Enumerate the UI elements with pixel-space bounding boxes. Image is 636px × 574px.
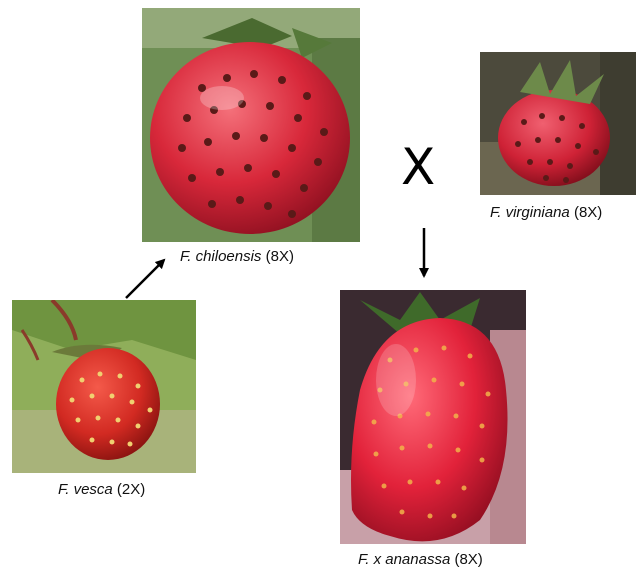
ananassa-ploidy: (8X) (454, 551, 482, 568)
vesca-caption: F. vesca (2X) (58, 481, 145, 498)
chiloensis-caption: F. chiloensis (8X) (180, 248, 294, 265)
chiloensis-ploidy: (8X) (266, 248, 294, 265)
ananassa-strawberry-photo (340, 290, 526, 544)
virginiana-ploidy: (8X) (574, 204, 602, 221)
ananassa-species: F. x ananassa (358, 551, 450, 568)
chiloensis-species: F. chiloensis (180, 248, 261, 265)
cross-symbol: X (401, 142, 435, 192)
vesca-ploidy: (2X) (117, 481, 145, 498)
chiloensis-strawberry-photo (142, 8, 360, 242)
virginiana-strawberry-photo (480, 52, 636, 195)
arrow-vesca-to-chiloensis (126, 260, 164, 298)
virginiana-species: F. virginiana (490, 204, 570, 221)
virginiana-caption: F. virginiana (8X) (490, 204, 602, 221)
vesca-strawberry-photo (12, 300, 196, 473)
vesca-species: F. vesca (58, 481, 113, 498)
ananassa-caption: F. x ananassa (8X) (358, 551, 483, 568)
